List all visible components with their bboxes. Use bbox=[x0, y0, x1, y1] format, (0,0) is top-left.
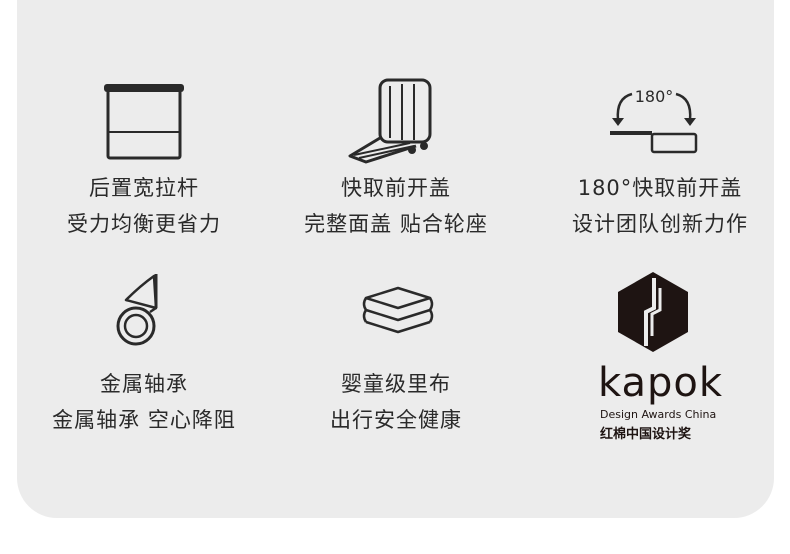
kapok-award-chinese: 红棉中国设计奖 bbox=[600, 427, 692, 442]
kapok-award-logo: kapok Design Awards China 红棉中国设计奖 bbox=[530, 270, 790, 450]
rotate-degree-label: 180° bbox=[635, 87, 674, 106]
feature-subtitle: 金属轴承 空心降阻 bbox=[52, 408, 236, 432]
feature-title: 金属轴承 bbox=[100, 372, 188, 396]
feature-wheel-bearing: 金属轴承 金属轴承 空心降阻 bbox=[14, 272, 274, 432]
feature-rear-handle: 后置宽拉杆 受力均衡更省力 bbox=[14, 80, 274, 240]
layered-fabric-icon bbox=[362, 286, 434, 334]
wheel-bearing-icon bbox=[116, 274, 158, 346]
front-open-suitcase-icon bbox=[348, 78, 432, 164]
kapok-brand: kapok bbox=[598, 360, 723, 406]
feature-title: 婴童级里布 bbox=[341, 372, 451, 396]
feature-fabric: 婴童级里布 出行安全健康 bbox=[266, 284, 526, 436]
kapok-award-english: Design Awards China bbox=[600, 408, 717, 421]
rotate-180-icon: 180° bbox=[610, 87, 698, 154]
feature-front-open: 快取前开盖 完整面盖 贴合轮座 bbox=[266, 76, 526, 240]
feature-title: 180°快取前开盖 bbox=[577, 176, 743, 200]
feature-subtitle: 出行安全健康 bbox=[330, 408, 462, 432]
rear-handle-icon bbox=[104, 84, 184, 160]
feature-subtitle: 受力均衡更省力 bbox=[67, 212, 221, 236]
feature-rotate-180: 180° 180°快取前开盖 设计团队创新力作 bbox=[530, 84, 790, 240]
feature-subtitle: 完整面盖 贴合轮座 bbox=[304, 212, 488, 236]
feature-subtitle: 设计团队创新力作 bbox=[572, 212, 748, 236]
feature-title: 后置宽拉杆 bbox=[89, 176, 199, 200]
kapok-hexagon-icon bbox=[618, 272, 688, 352]
feature-title: 快取前开盖 bbox=[341, 176, 451, 200]
